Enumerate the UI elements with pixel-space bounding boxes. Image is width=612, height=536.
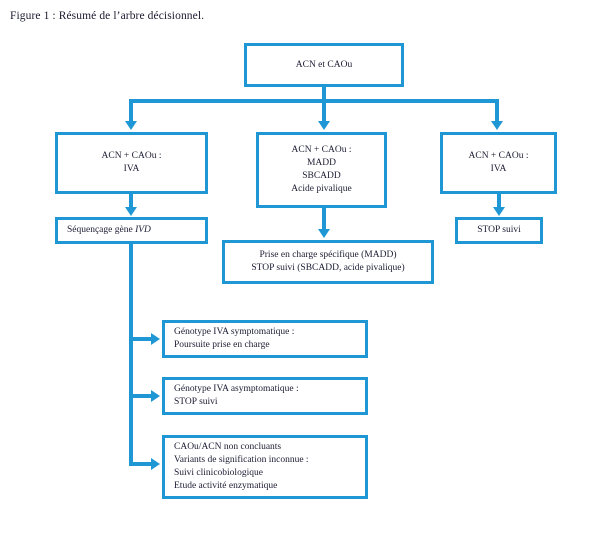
node-genotype-asymptomatique-line-1: Génotype IVA asymptomatique : xyxy=(174,384,299,394)
arrow-down-icon-sequencage xyxy=(125,207,137,216)
node-root-line-1: ACN et CAOu xyxy=(295,59,353,70)
node-right-iva-line-2: IVA xyxy=(490,164,507,174)
node-genotype-symptomatique: Génotype IVA symptomatique : Poursuite p… xyxy=(162,320,368,358)
node-right-iva-line-1: ACN + CAOu : xyxy=(468,151,529,161)
arrow-down-icon-prise-en-charge xyxy=(318,229,330,238)
node-genotype-asymptomatique: Génotype IVA asymptomatique : STOP suivi xyxy=(162,377,368,415)
edge-distribution-bus xyxy=(129,99,499,103)
arrow-right-icon-genotype-symptomatique xyxy=(151,333,160,345)
node-non-concluants-line-4: Etude activité enzymatique xyxy=(174,481,278,491)
edge-root-stem xyxy=(322,87,326,103)
edge-right-iva-to-stop-suivi xyxy=(497,194,501,208)
node-non-concluants-line-2: Variants de signification inconnue : xyxy=(174,455,309,465)
arrow-down-icon-left-iva xyxy=(125,121,137,130)
node-middle-madd-line-2: MADD xyxy=(306,158,337,168)
node-sequencage-prefix: Séquençage gène xyxy=(67,225,136,235)
node-genotype-asymptomatique-line-2: STOP suivi xyxy=(174,397,218,407)
edge-bus-to-left-iva xyxy=(129,99,133,122)
edge-middle-madd-to-prise-en-charge xyxy=(322,208,326,230)
edge-bus-to-right-iva xyxy=(495,99,499,122)
node-non-concluants-line-3: Suivi clinicobiologique xyxy=(174,468,263,478)
edge-trunk-to-genotype-symptomatique xyxy=(129,337,152,341)
node-root: ACN et CAOu xyxy=(244,43,404,87)
arrow-down-icon-stop-suivi xyxy=(493,207,505,216)
node-sequencage-gene: IVD xyxy=(135,225,151,235)
node-non-concluants: CAOu/ACN non concluants Variants de sign… xyxy=(162,435,368,499)
node-sequencage-line-1: Séquençage gène IVD xyxy=(67,224,151,237)
node-left-iva-line-1: ACN + CAOu : xyxy=(101,151,162,161)
node-middle-madd: ACN + CAOu : MADD SBCADD Acide pivalique xyxy=(256,132,387,208)
node-sequencage: Séquençage gène IVD xyxy=(55,217,208,244)
node-right-iva: ACN + CAOu : IVA xyxy=(440,132,557,194)
arrow-down-icon-right-iva xyxy=(491,121,503,130)
node-left-iva: ACN + CAOu : IVA xyxy=(55,132,208,194)
node-genotype-symptomatique-line-1: Génotype IVA symptomatique : xyxy=(174,327,295,337)
node-middle-madd-line-4: Acide pivalique xyxy=(291,184,352,194)
edge-trunk-to-non-concluants xyxy=(129,462,152,466)
arrow-right-icon-genotype-asymptomatique xyxy=(151,390,160,402)
node-stop-suivi-right-line-1: STOP suivi xyxy=(477,225,521,235)
figure-caption: Figure 1 : Résumé de l’arbre décisionnel… xyxy=(10,10,205,22)
edge-sequencage-trunk xyxy=(129,244,133,466)
node-middle-madd-line-1: ACN + CAOu : xyxy=(291,145,352,155)
node-prise-en-charge-madd-line-1: Prise en charge spécifique (MADD) xyxy=(259,250,397,260)
node-genotype-symptomatique-line-2: Poursuite prise en charge xyxy=(174,340,270,350)
node-non-concluants-line-1: CAOu/ACN non concluants xyxy=(174,442,282,452)
edge-bus-to-middle-madd xyxy=(322,99,326,122)
node-middle-madd-line-3: SBCADD xyxy=(302,171,341,181)
node-stop-suivi-right: STOP suivi xyxy=(455,217,543,244)
node-left-iva-line-2: IVA xyxy=(123,164,140,174)
node-prise-en-charge-madd: Prise en charge spécifique (MADD) STOP s… xyxy=(222,240,434,284)
node-prise-en-charge-madd-line-2: STOP suivi (SBCADD, acide pivalique) xyxy=(251,263,405,273)
arrow-right-icon-non-concluants xyxy=(151,458,160,470)
arrow-down-icon-middle-madd xyxy=(318,121,330,130)
edge-trunk-to-genotype-asymptomatique xyxy=(129,394,152,398)
edge-left-iva-to-sequencage xyxy=(129,194,133,208)
